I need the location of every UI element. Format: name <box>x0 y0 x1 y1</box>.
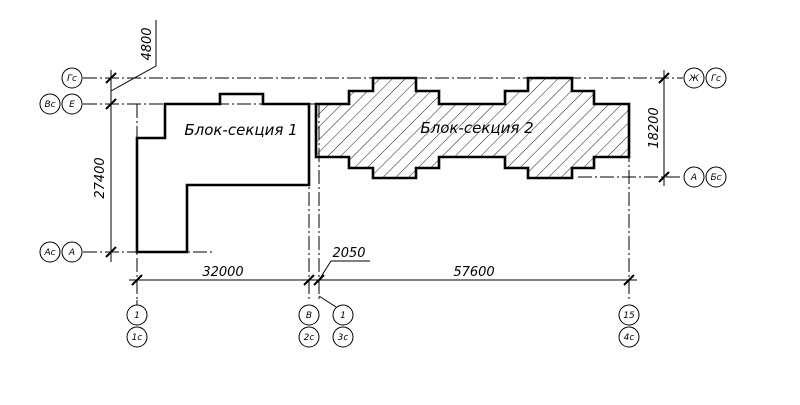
axis-bubble-col-1c <box>126 326 148 348</box>
block-section-1-outline <box>135 92 311 254</box>
axis-bubble-a-right <box>683 166 705 188</box>
axis-bubble-col-15 <box>618 304 640 326</box>
dim-label-right-height: 18200 <box>647 107 662 148</box>
axis-label-col-4c: 4с <box>624 333 635 343</box>
dim-tick <box>131 274 143 286</box>
dim-tick <box>105 72 117 84</box>
dim-tick <box>105 246 117 258</box>
axis-label-a-right: А <box>690 173 697 183</box>
axis-bubble-col-1 <box>126 304 148 326</box>
dim-tick <box>303 274 315 286</box>
dim-leader-top <box>110 65 157 92</box>
dim-label-top-offset: 4800 <box>140 27 155 60</box>
axis-bubble-col-1b <box>332 304 354 326</box>
axis-bubble-bs <box>705 166 727 188</box>
axis-bubble-col-v <box>298 304 320 326</box>
block-section-2-outline <box>314 76 631 180</box>
axis-label-col-2c: 2с <box>304 333 315 343</box>
axis-label-as: Ас <box>43 248 55 258</box>
section-2-label: Блок-секция 2 <box>420 119 533 137</box>
dim-label-left-height: 27400 <box>93 157 108 198</box>
axis-bubble-e <box>61 93 83 115</box>
axis-label-e: Е <box>69 100 75 110</box>
axis-bubble-vs <box>39 93 61 115</box>
axis-label-col-1c: 1с <box>132 333 143 343</box>
axis-bubble-zh <box>683 67 705 89</box>
dim-label-bottom-left: 32000 <box>202 265 243 280</box>
axis-label-col-3c: 3с <box>338 333 349 343</box>
dim-tick <box>105 98 117 110</box>
axis-bubble-col-2c <box>298 326 320 348</box>
axis-label-vs: Вс <box>44 100 55 110</box>
section-1-label: Блок-секция 1 <box>184 121 297 139</box>
axis-bubble-col-3c <box>332 326 354 348</box>
axis-leader-col-1b <box>318 295 337 308</box>
axis-label-bs: Бс <box>710 173 721 183</box>
axis-label-zh: Ж <box>688 74 699 84</box>
axis-bubble-as <box>39 241 61 263</box>
dim-tick <box>658 72 670 84</box>
dim-leader-gap <box>318 260 332 281</box>
axis-bubble-gs-left <box>61 67 83 89</box>
axis-label-col-15: 15 <box>623 311 635 321</box>
axis-label-a-left: А <box>68 248 75 258</box>
axis-label-gs-left: Гс <box>67 74 77 84</box>
dim-tick <box>658 171 670 183</box>
axis-bubble-a-left <box>61 241 83 263</box>
dim-tick <box>623 274 635 286</box>
axis-label-col-1b: 1 <box>340 311 346 321</box>
axis-bubble-col-4c <box>618 326 640 348</box>
axis-bubble-gs-right <box>705 67 727 89</box>
dim-label-bottom-right: 57600 <box>453 265 494 280</box>
dim-label-gap: 2050 <box>332 246 365 261</box>
axis-label-col-1: 1 <box>134 311 140 321</box>
axis-label-gs-right: Гс <box>711 74 721 84</box>
axis-label-col-v: В <box>306 311 312 321</box>
